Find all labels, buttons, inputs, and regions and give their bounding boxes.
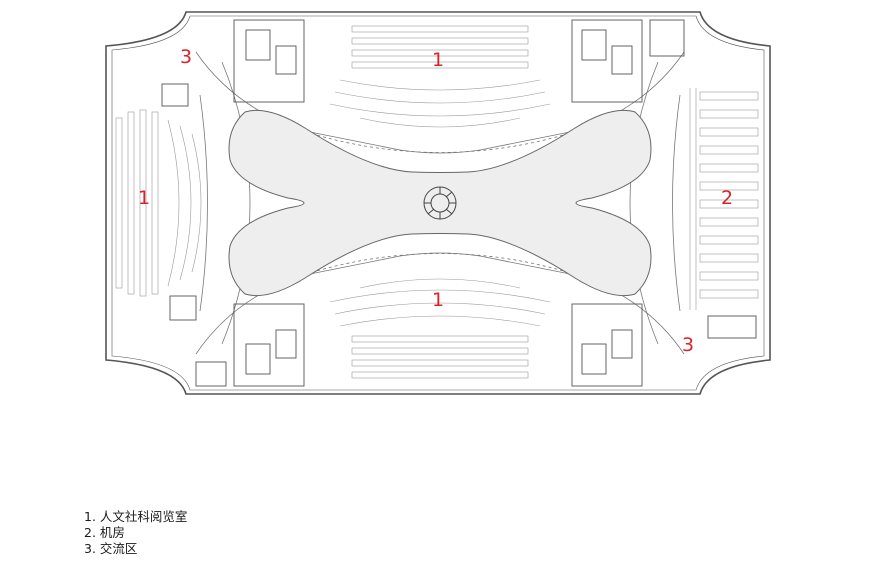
legend-text: 人文社科阅览室 xyxy=(99,509,188,524)
legend-item-reading-room: 1. 人文社科阅览室 xyxy=(84,509,187,525)
legend: 1. 人文社科阅览室 2. 机房 3. 交流区 xyxy=(84,509,187,557)
zone-label-bottom: 1 xyxy=(432,289,444,311)
outer-wall xyxy=(105,11,771,395)
legend-item-computer-room: 2. 机房 xyxy=(84,525,187,541)
zone-label-top-left: 3 xyxy=(180,46,192,68)
zone-label-top: 1 xyxy=(432,49,444,71)
legend-text: 交流区 xyxy=(99,541,138,556)
service-cores xyxy=(161,19,757,387)
reading-furniture xyxy=(115,25,759,379)
bottom-reading-desks xyxy=(329,278,551,379)
central-atrium xyxy=(228,109,652,297)
computer-room-rows xyxy=(689,88,759,310)
zone-label-bottom-right: 3 xyxy=(682,334,694,356)
left-reading-desks xyxy=(115,109,202,297)
legend-number: 3. xyxy=(84,541,96,556)
legend-number: 2. xyxy=(84,525,96,540)
zone-labels: 1 1 1 2 3 3 xyxy=(138,46,733,356)
zone-label-right: 2 xyxy=(721,187,733,209)
spiral-stair xyxy=(423,186,457,220)
top-reading-desks xyxy=(329,25,551,128)
corridor-arcs xyxy=(195,51,685,355)
legend-text: 机房 xyxy=(99,525,125,540)
legend-item-exchange-area: 3. 交流区 xyxy=(84,541,187,557)
zone-label-left: 1 xyxy=(138,187,150,209)
legend-number: 1. xyxy=(84,509,96,524)
floor-plan: 1 1 1 2 3 3 xyxy=(105,11,771,395)
